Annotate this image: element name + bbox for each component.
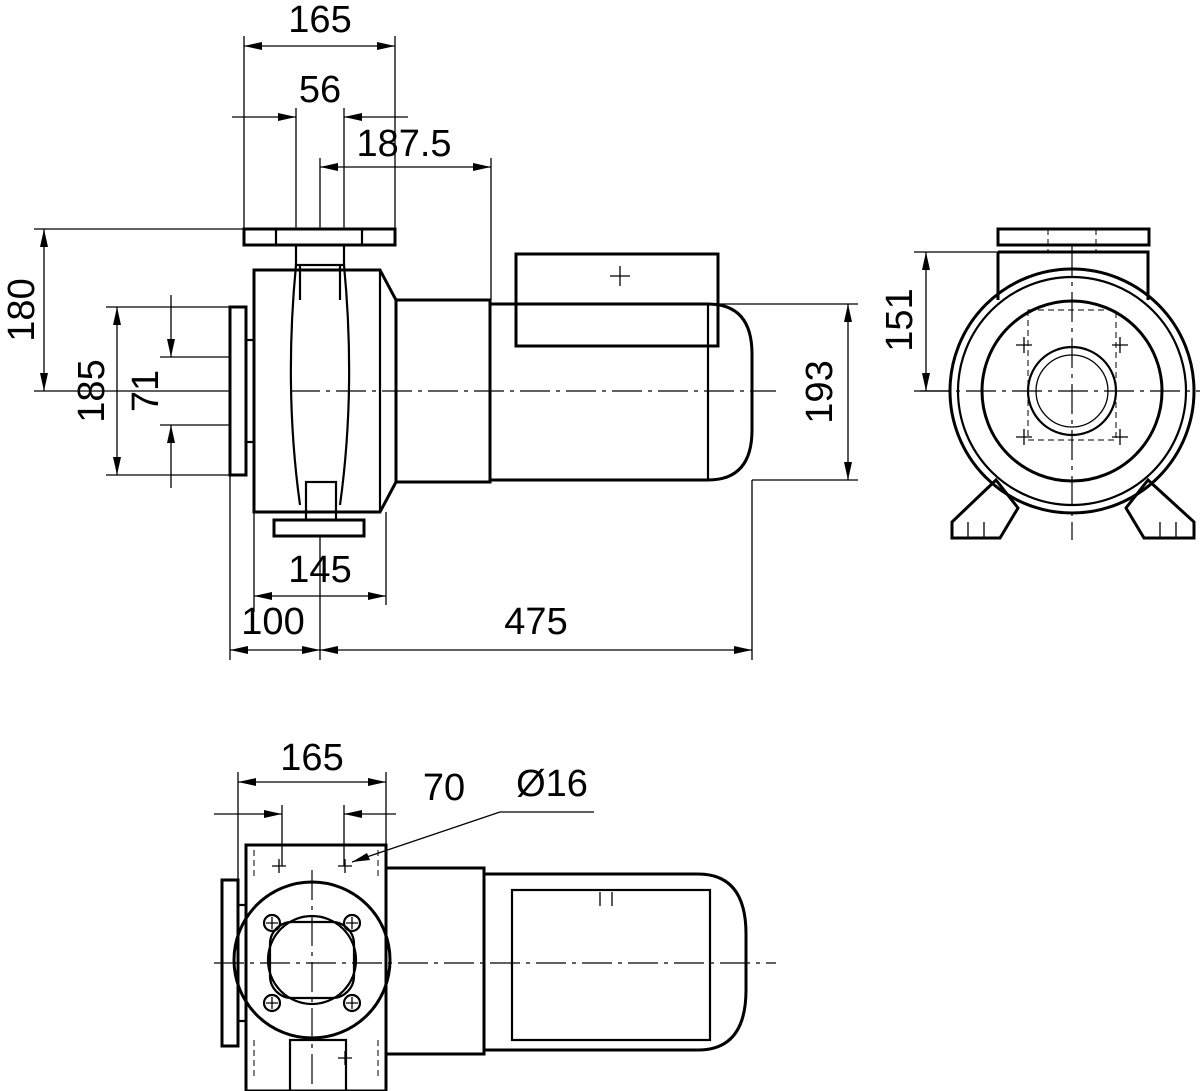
front-dimensions: 165 56 187.5 180 185 <box>1 0 858 660</box>
discharge-flange <box>242 227 397 247</box>
dim-100: 100 <box>241 601 304 643</box>
top-dimensions: 165 70 Ø16 <box>214 737 594 880</box>
dim-193: 193 <box>799 360 841 423</box>
foot-right <box>1124 477 1196 540</box>
foot-left <box>950 477 1020 540</box>
dim-187-5: 187.5 <box>356 123 451 165</box>
dim-56: 56 <box>299 69 341 111</box>
end-view: 151 <box>879 227 1200 540</box>
dim-70: 70 <box>423 767 465 809</box>
dim-165-bottom: 165 <box>280 737 343 779</box>
end-view-bolt-icons <box>1016 337 1128 445</box>
top-view <box>214 843 776 1091</box>
end-view-flange <box>996 227 1151 247</box>
dim-bolt-diameter: Ø16 <box>516 763 588 805</box>
motor-body <box>488 302 754 482</box>
top-view-motor <box>482 872 748 1052</box>
dim-71: 71 <box>125 370 167 412</box>
volute-curve-left <box>289 264 302 506</box>
dim-180: 180 <box>1 278 43 341</box>
discharge-neck <box>294 243 346 267</box>
top-view-terminal-box <box>510 888 712 1042</box>
top-view-adapter <box>384 866 486 1056</box>
volute-curve-right <box>338 264 351 506</box>
front-view <box>228 227 776 538</box>
dim-185: 185 <box>71 359 113 422</box>
dim-475: 475 <box>504 601 567 643</box>
drain-boss <box>304 480 338 522</box>
dim-165-top: 165 <box>288 0 351 41</box>
suction-flange <box>228 305 248 477</box>
dim-151: 151 <box>879 288 921 351</box>
terminal-box <box>514 252 720 348</box>
end-view-casing <box>996 250 1150 300</box>
top-view-mount-holes <box>272 859 352 873</box>
drain-flange <box>272 518 366 538</box>
top-view-square-port <box>268 920 356 1000</box>
top-view-bolt-holes <box>262 913 362 1013</box>
terminal-box-cross-icon <box>610 266 630 286</box>
